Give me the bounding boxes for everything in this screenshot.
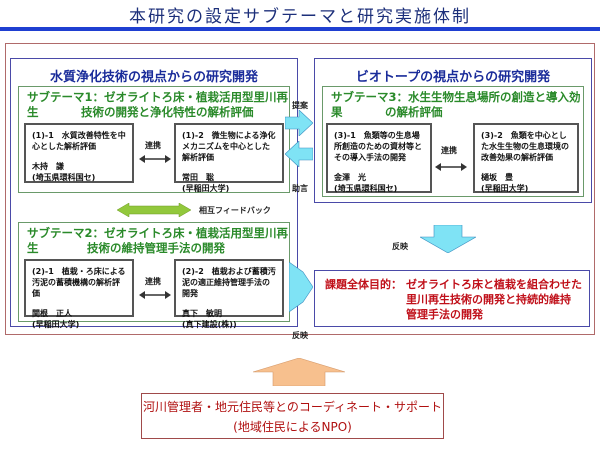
advice-label: 助言 <box>292 184 308 193</box>
item-text: (3)-2 魚類を中心とした水生生物の生息環境の改善効果の解析評価 <box>481 131 569 162</box>
subtheme3-item1: (3)-1 魚類等の生息場所創造のための資材等とその導入手法の開発 金澤 光 (… <box>326 123 432 193</box>
subtheme2-box: サブテーマ2：ゼオライトろ床・植栽活用型里川再生 技術の維持管理手法の開発 (2… <box>18 222 290 329</box>
item-person: 真下 敏明 <box>182 309 222 318</box>
biotope-panel: ビオトープの視点からの研究開発 サブテーマ3：水生生物生息場所の創造と導入効果 … <box>314 58 592 203</box>
proposal-label: 提案 <box>292 101 308 110</box>
subtheme1-title-line2: 技術の開発と浄化特性の解析評価 <box>81 105 254 119</box>
outer-frame <box>5 43 595 335</box>
overall-goal-box: 課題全体目的： ゼオライトろ床と植栽を組合わせた 里川再生技術の開発と持続的維持… <box>314 270 590 327</box>
item-text: (1)-2 微生物による浄化メカニズムを中心とした解析評価 <box>182 131 276 162</box>
bidirectional-arrow-icon <box>139 155 171 163</box>
item-person: 関根 正人 <box>32 309 72 318</box>
item-person: 常田 聡 <box>182 173 214 182</box>
reflect-label-left: 反映 <box>292 331 308 340</box>
item-text: (1)-1 水質改善特性を中心とした解析評価 <box>32 131 126 151</box>
subtheme1-item2: (1)-2 微生物による浄化メカニズムを中心とした解析評価 常田 聡 (早稲田大… <box>174 123 284 193</box>
subtheme2-item2: (2)-2 植栽および蓄積汚泥の適正維持管理手法の開発 真下 敏明 (真下建設(… <box>174 259 284 329</box>
subtheme1-box: サブテーマ1：ゼオライトろ床・植栽活用型里川再生 技術の開発と浄化特性の解析評価… <box>18 86 290 193</box>
right-arrow-icon <box>289 262 313 312</box>
npo-support-box: 河川管理者・地元住民等とのコーディネート・サポート (地域住民によるNPO) <box>141 393 444 439</box>
item-org: (早稲田大学) <box>32 320 80 329</box>
item-org: (真下建設(株)) <box>182 320 237 329</box>
page-title: 本研究の設定サブテーマと研究実施体制 <box>129 7 471 27</box>
link-label: 連携 <box>145 277 161 286</box>
bidirectional-arrow-icon <box>435 163 467 171</box>
goal-label: 課題全体目的： <box>325 278 402 291</box>
reflect-label-right: 反映 <box>392 242 408 251</box>
panel-title-biotope: ビオトープの視点からの研究開発 <box>355 70 551 85</box>
item-org: (埼玉県環科国セ) <box>334 184 398 193</box>
link-label: 連携 <box>145 141 161 150</box>
subtheme3-title-line2: の解析評価 <box>385 105 443 119</box>
panel-title-water: 水質浄化技術の視点からの研究開発 <box>49 70 258 85</box>
goal-line3: 管理手法の開発 <box>406 308 483 321</box>
item-person: 木持 謙 <box>32 162 64 171</box>
goal-line1: ゼオライトろ床と植栽を組合わせた <box>406 278 582 291</box>
subtheme2-title-line1: サブテーマ2：ゼオライトろ床・植栽活用型里川再生 <box>27 226 288 255</box>
subtheme2-item1: (2)-1 植栽・ろ床による汚泥の蓄積機構の解析評価 関根 正人 (早稲田大学) <box>24 259 134 329</box>
subtheme1-title-line1: サブテーマ1：ゼオライトろ床・植栽活用型里川再生 <box>27 90 288 119</box>
item-text: (2)-1 植栽・ろ床による汚泥の蓄積機構の解析評価 <box>32 267 126 298</box>
item-person: 樋坂 豊 <box>481 173 513 182</box>
bidirectional-arrow-icon <box>139 291 171 299</box>
goal-line2: 里川再生技術の開発と持続的維持 <box>406 293 571 306</box>
feedback-arrow-icon <box>117 203 191 217</box>
item-text: (3)-1 魚類等の生息場所創造のための資材等とその導入手法の開発 <box>334 131 422 162</box>
item-person: 金澤 光 <box>334 173 366 182</box>
up-arrow-icon <box>253 358 345 386</box>
item-org: (埼玉県環科国セ) <box>32 173 96 182</box>
subtheme3-title-line1: サブテーマ3：水生生物生息場所の創造と導入効果 <box>331 90 581 119</box>
title-underline <box>0 27 600 31</box>
item-text: (2)-2 植栽および蓄積汚泥の適正維持管理手法の開発 <box>182 267 276 298</box>
item-org: (早稲田大学) <box>481 184 529 193</box>
link-label: 連携 <box>441 146 457 155</box>
down-arrow-icon <box>420 225 476 253</box>
subtheme2-title-line2: 技術の維持管理手法の開発 <box>87 241 225 255</box>
subtheme3-box: サブテーマ3：水生生物生息場所の創造と導入効果 の解析評価 (3)-1 魚類等の… <box>322 86 584 197</box>
feedback-label: 相互フィードバック <box>199 206 271 215</box>
support-line2: (地域住民によるNPO) <box>233 420 352 434</box>
water-purification-panel: 水質浄化技術の視点からの研究開発 サブテーマ1：ゼオライトろ床・植栽活用型里川再… <box>10 58 298 329</box>
left-arrow-icon <box>285 141 313 167</box>
subtheme3-item2: (3)-2 魚類を中心とした水生生物の生息環境の改善効果の解析評価 樋坂 豊 (… <box>473 123 579 193</box>
subtheme1-item1: (1)-1 水質改善特性を中心とした解析評価 木持 謙 (埼玉県環科国セ) <box>24 123 134 183</box>
right-arrow-icon <box>285 110 313 136</box>
support-line1: 河川管理者・地元住民等とのコーディネート・サポート <box>142 400 443 414</box>
item-org: (早稲田大学) <box>182 184 230 193</box>
